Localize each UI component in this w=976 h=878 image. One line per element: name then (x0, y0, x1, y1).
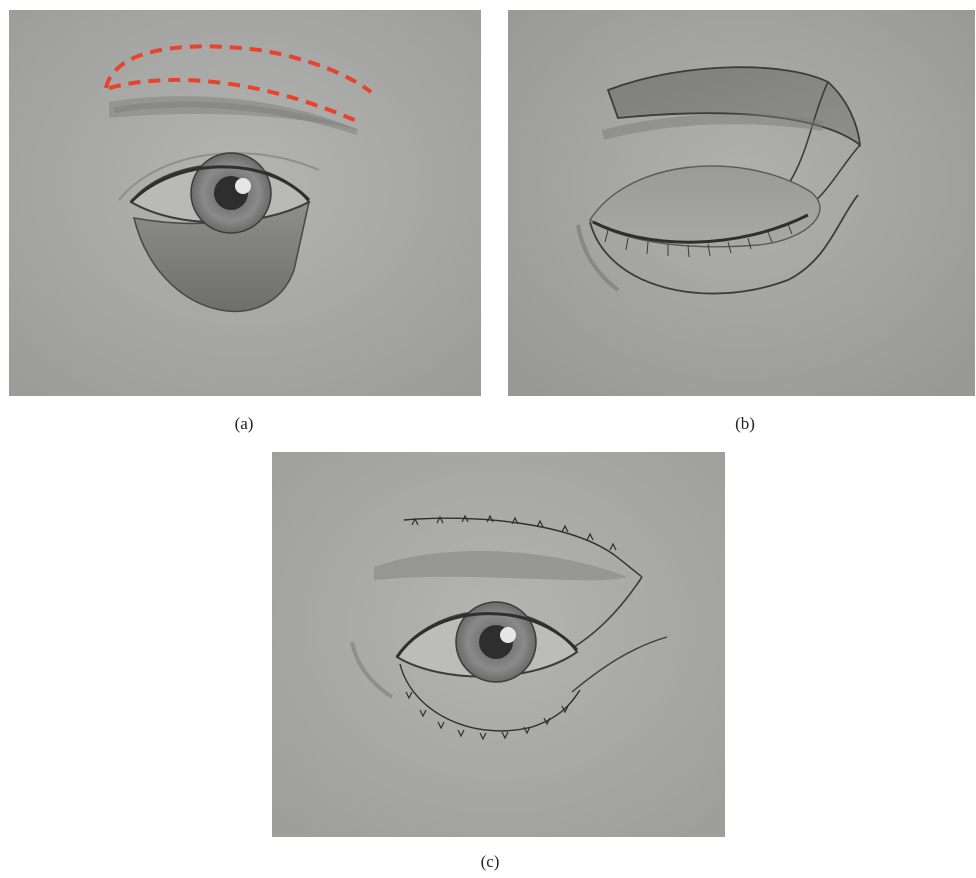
panel-b-drawing (508, 10, 975, 396)
panel-b-label: (b) (715, 414, 775, 434)
panel-a-drawing (9, 10, 481, 396)
panel-c-drawing (272, 452, 725, 837)
eye-closed-with-skin-flap-icon (508, 10, 975, 396)
eye-open-with-incision-markings-icon (9, 10, 481, 396)
panel-a-label: (a) (214, 414, 274, 434)
eye-open-with-sutured-flap-icon (272, 452, 725, 837)
panel-c-label: (c) (460, 852, 520, 872)
